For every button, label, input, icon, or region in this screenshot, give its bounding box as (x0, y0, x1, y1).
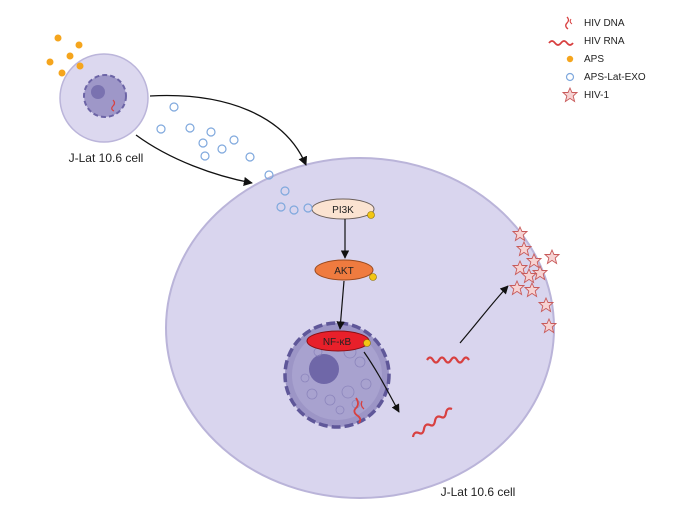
legend-item-hiv-dna: HIV DNA (565, 16, 625, 30)
arrow-small-to-large-upper (149, 94, 308, 166)
exosome-circle-icon (198, 138, 208, 148)
hiv-rna-strands (411, 356, 470, 438)
chromatin (300, 345, 372, 415)
aps-dot-icon (76, 62, 84, 70)
legend-item-aps: APS (566, 54, 604, 65)
large-cell-nucleus (283, 321, 391, 429)
hiv-rna-icon (411, 407, 453, 438)
hiv-dna-in-small-nucleus (111, 99, 116, 112)
exosome-circle-icon (169, 102, 179, 112)
exosomes-entering (264, 170, 313, 215)
pathway-arrows (336, 219, 509, 413)
aps-dot-icon (54, 34, 62, 42)
arrow-akt-to-nfkb (336, 280, 345, 330)
hiv-virion-icon (544, 249, 560, 264)
exosome-circle-icon (289, 205, 299, 215)
legend-item-hiv-1: HIV-1 (562, 87, 609, 102)
small-cell-label: J-Lat 10.6 cell (69, 151, 144, 165)
small-cell-nucleus (83, 74, 127, 118)
nucleolus (309, 354, 339, 384)
legend-label: APS-Lat-EXO (584, 72, 646, 83)
exosome-circle-icon (200, 151, 210, 161)
exosome-circle-icon (206, 127, 216, 137)
aps-dot-icon (66, 52, 74, 60)
hiv-rna-icon (548, 40, 574, 46)
arrow-rna-to-virions (459, 285, 509, 344)
legend-item-hiv-rna: HIV RNA (548, 36, 625, 47)
legend-label: HIV-1 (584, 90, 609, 101)
hiv-dna-in-nucleus (353, 397, 362, 424)
hiv-dna-icon (565, 16, 570, 30)
aps-dot-icon (58, 69, 66, 77)
hiv-virion-icon (562, 87, 578, 102)
nfkb-label: NF-κB (323, 337, 352, 348)
exosome-circle-icon (565, 72, 575, 82)
phospho-icon (367, 211, 375, 219)
exosome-circle-icon (156, 124, 166, 134)
aps-dot-icon (566, 55, 574, 63)
legend-label: HIV RNA (584, 36, 625, 47)
small-cell: J-Lat 10.6 cell (59, 53, 149, 165)
arrow-nfkb-to-rna (363, 351, 400, 413)
pi3k-node: PI3K (311, 198, 375, 220)
akt-label: AKT (334, 266, 353, 277)
arrow-small-to-large-lower (135, 134, 253, 186)
exosome-circle-icon (245, 152, 255, 162)
exosome-circle-icon (276, 202, 286, 212)
phospho-icon (369, 273, 377, 281)
exosome-circle-icon (264, 170, 274, 180)
hiv-rna-icon (426, 356, 470, 364)
legend-label: APS (584, 54, 604, 65)
legend-item-aps-lat-exo: APS-Lat-EXO (565, 72, 646, 83)
exosome-circle-icon (229, 135, 239, 145)
exosomes-released (156, 102, 255, 162)
large-cell: PI3K AKT NF-κB (165, 157, 560, 499)
transfer-arrows (135, 94, 308, 186)
legend: HIV DNA HIV RNA APS APS-Lat-EXO HIV-1 (548, 16, 646, 102)
aps-dot-icon (75, 41, 83, 49)
exosome-circle-icon (217, 144, 227, 154)
aps-dot-icon (46, 58, 54, 66)
nfkb-node: NF-κB (306, 330, 371, 352)
akt-node: AKT (314, 259, 377, 281)
exosome-circle-icon (185, 123, 195, 133)
phospho-icon (363, 339, 371, 347)
exosome-circle-icon (280, 186, 290, 196)
aps-particles (46, 34, 84, 77)
legend-label: HIV DNA (584, 18, 625, 29)
exosome-circle-icon (303, 203, 313, 213)
pi3k-label: PI3K (332, 205, 354, 216)
large-cell-label: J-Lat 10.6 cell (441, 485, 516, 499)
